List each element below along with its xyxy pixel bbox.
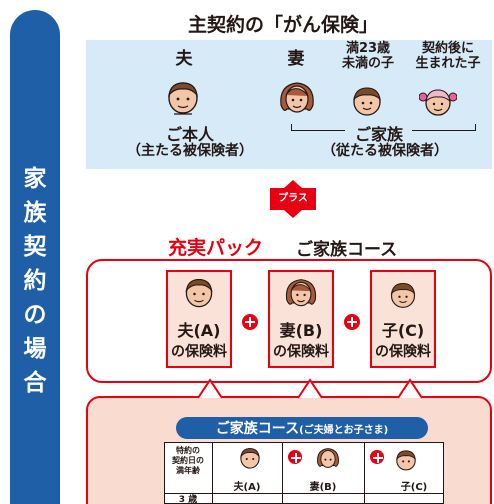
main-contract-title: 主契約の「がん保険」 [188,14,379,36]
pointer-arrows [197,378,423,399]
child-face-icon [353,87,381,116]
principal-name: ご本人 [165,125,214,144]
child-face-icon [396,450,416,471]
premium-text-label: の保険料 [171,344,227,360]
table-row-divider [164,493,444,494]
wife-role-label: 妻 [287,49,305,69]
husband-face-icon [168,82,198,115]
course-name: ご家族コース [296,240,398,260]
table-age-value: 3 歳 [178,495,198,504]
premium-text-label: の保険料 [273,344,329,360]
premium-person-label: 妻(B) [279,321,323,340]
table-divider [282,442,283,504]
child-under-23-label: 満23歳 未満の子 [341,41,394,71]
girl-face-icon [419,89,457,116]
wife-face-icon [280,82,314,113]
child-face-icon [390,283,416,308]
course-banner-title: ご家族コース [215,421,300,437]
side-char: 契 [23,234,47,260]
child-born-after-label: 契約後に 生まれた子 [415,41,481,71]
plus-circle-icon [288,450,302,464]
plus-tag: プラス [270,180,316,218]
husband-face-icon [240,448,260,469]
table-divider [212,442,213,504]
side-char: 場 [23,336,47,362]
family-bracket-left [291,130,345,131]
side-char: 合 [23,370,47,396]
table-divider [364,442,365,504]
wife-face-icon [285,279,317,307]
husband-role-label: 夫 [175,49,193,69]
course-banner-note: (ご夫婦とお子さま) [299,425,389,436]
side-char: の [23,302,47,328]
plus-circle-icon [242,314,258,330]
premium-person-label: 子(C) [381,321,425,340]
family-subtitle: （従たる被保険者） [322,143,448,159]
principal-subtitle: （主たる被保険者） [127,143,253,159]
side-char: 約 [23,268,47,294]
side-char: 家 [23,166,47,192]
wife-face-icon [317,448,339,468]
table-header-cell: 特約の 契約日の 満年齢 [172,446,204,475]
table-column-label: 妻(B) [309,482,337,493]
side-char: 族 [23,200,47,226]
course-banner: ご家族コース(ご夫婦とお子さま) [176,417,428,439]
family-bracket-right [412,130,476,131]
family-name: ご家族 [354,125,403,144]
plus-circle-icon [370,450,384,464]
family-bracket-tick [475,124,476,131]
premium-text-label: の保険料 [375,344,431,360]
plus-circle-icon [344,314,360,330]
side-label-bar: 家 族 契 約 の 場 合 [10,10,60,504]
premium-person-label: 夫(A) [177,321,221,340]
family-bracket-tick [291,124,292,131]
table-column-label: 夫(A) [233,482,261,493]
husband-face-icon [185,278,213,308]
table-column-label: 子(C) [400,482,428,493]
pack-name: 充実パック [168,237,264,259]
